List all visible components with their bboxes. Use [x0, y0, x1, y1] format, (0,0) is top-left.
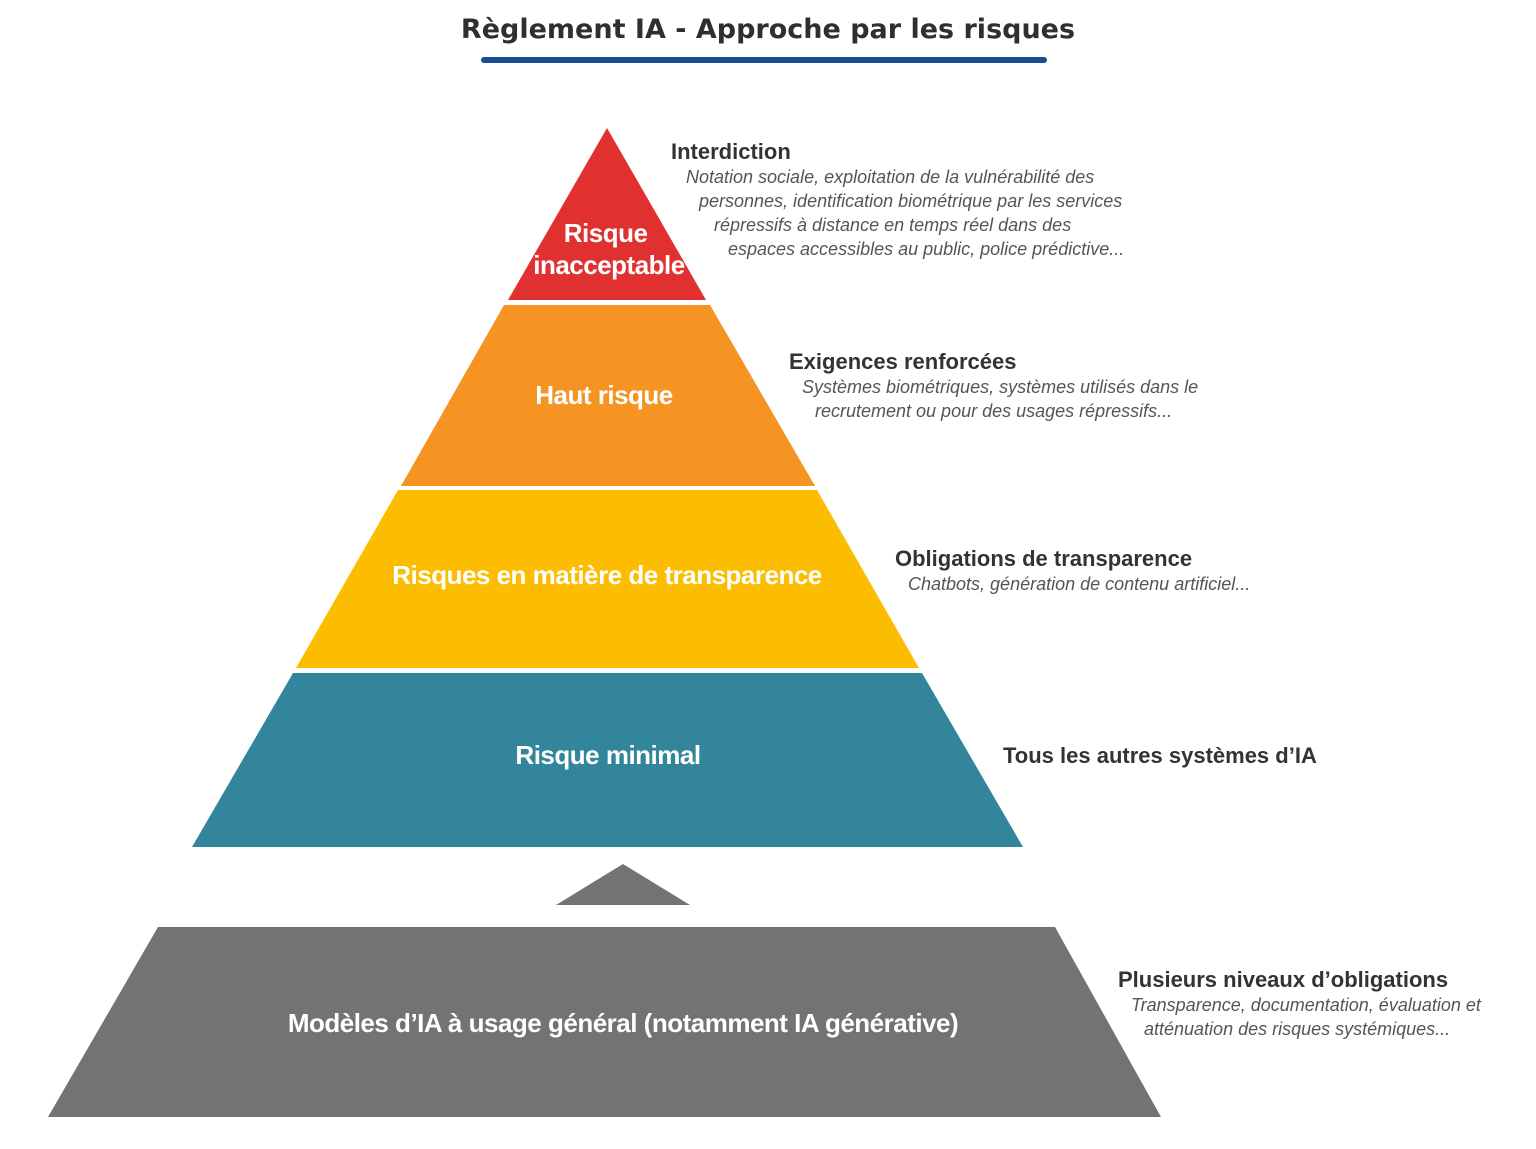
tier-1-shape — [401, 305, 815, 486]
tier-1-annotation-line: recrutement ou pour des usages répressif… — [815, 401, 1173, 421]
tier-2-annotation-line: Chatbots, génération de contenu artifici… — [908, 574, 1251, 594]
tier-3-shape — [192, 673, 1023, 847]
tier-3-annotation: Tous les autres systèmes d’IA — [1003, 743, 1317, 769]
tier-0-label-line-0: Risque — [564, 218, 648, 248]
tier-0-shape — [508, 128, 706, 300]
base-label: Modèles d’IA à usage général (notamment … — [288, 1008, 958, 1038]
tier-1-annotation-heading: Exigences renforcées — [789, 349, 1017, 374]
tier-0-label-line-1: inacceptable — [533, 250, 685, 280]
tier-2-shape — [296, 490, 919, 668]
tier-0-label: Risque inacceptable — [533, 218, 685, 280]
tier-0-annotation-line: espaces accessibles au public, police pr… — [728, 239, 1125, 259]
tier-0-annotation-line: personnes, identification biométrique pa… — [699, 191, 1123, 211]
tier-0-annotation-heading: Interdiction — [671, 139, 791, 164]
tier-0-annotation-line: répressifs à distance en temps réel dans… — [714, 215, 1072, 235]
tier-2-annotation: Obligations de transparence Chatbots, gé… — [895, 546, 1250, 596]
tier-0-annotation: Interdiction Notation sociale, exploitat… — [671, 139, 1124, 261]
tier-3-annotation-heading: Tous les autres systèmes d’IA — [1003, 743, 1317, 768]
tier-2-annotation-heading: Obligations de transparence — [895, 546, 1193, 571]
diagram-title: Règlement IA - Approche par les risques — [460, 14, 1076, 45]
base-annotation-heading: Plusieurs niveaux d’obligations — [1118, 967, 1449, 992]
tier-0-annotation-line: Notation sociale, exploitation de la vul… — [686, 167, 1095, 187]
tier-1-label: Haut risque — [535, 380, 673, 410]
base-annotation-line: Transparence, documentation, évaluation … — [1131, 995, 1481, 1015]
base-annotation-line: atténuation des risques systémiques... — [1144, 1019, 1451, 1039]
title-underline — [481, 57, 1047, 63]
tier-2-label: Risques en matière de transparence — [392, 560, 822, 590]
tier-1-annotation-line: Systèmes biométriques, systèmes utilisés… — [802, 377, 1199, 397]
connector-arrow-up — [556, 864, 690, 905]
tier-3-label: Risque minimal — [515, 740, 700, 770]
tier-1-annotation: Exigences renforcées Systèmes biométriqu… — [789, 349, 1198, 423]
base-annotation: Plusieurs niveaux d’obligations Transpar… — [1118, 967, 1481, 1041]
base-shape — [48, 927, 1161, 1117]
